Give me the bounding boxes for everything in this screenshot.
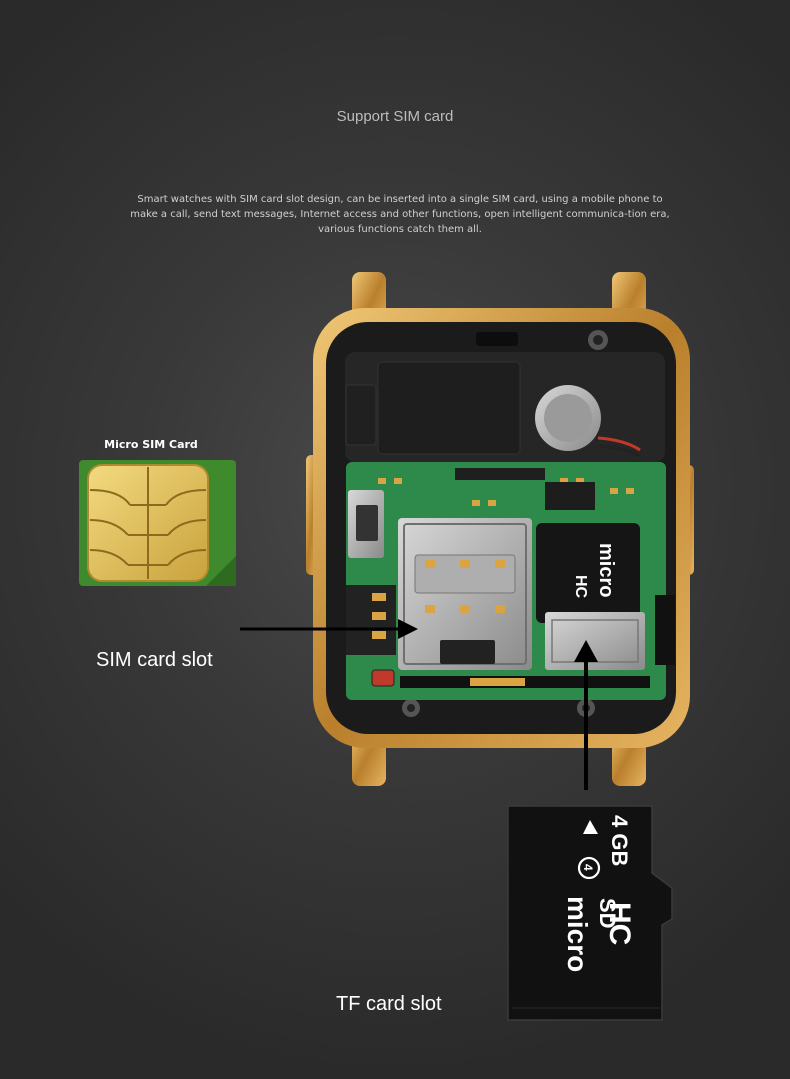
- svg-text:micro: micro: [595, 543, 617, 597]
- tf-card-class: HC: [603, 902, 636, 945]
- vibration-motor-icon: [535, 385, 641, 458]
- feature-description: Smart watches with SIM card slot design,…: [130, 194, 670, 235]
- tf-card-logo: SD: [595, 898, 620, 929]
- microsd-card: 4 GB 4 micro SD HC: [507, 805, 673, 1021]
- sim-slot-label: SIM card slot: [96, 649, 213, 671]
- tf-slot-arrow: [574, 640, 598, 790]
- sim-slot-arrow: [240, 619, 418, 639]
- sim-card-slot: [398, 518, 532, 670]
- speed-class-icon: 4: [577, 856, 601, 880]
- svg-text:4: 4: [581, 864, 595, 871]
- tf-slot-label: TF card slot: [336, 993, 442, 1015]
- page-title: Support SIM card: [336, 108, 454, 125]
- svg-text:HC: HC: [572, 575, 589, 599]
- tf-card-brand: micro: [562, 896, 593, 972]
- micro-sim-label: Micro SIM Card: [104, 438, 198, 451]
- micro-sim-card: [79, 460, 236, 586]
- tf-card-capacity: 4 GB: [607, 815, 632, 866]
- tf-card-slot: micro HC: [536, 523, 645, 670]
- insert-direction-icon: [583, 820, 598, 834]
